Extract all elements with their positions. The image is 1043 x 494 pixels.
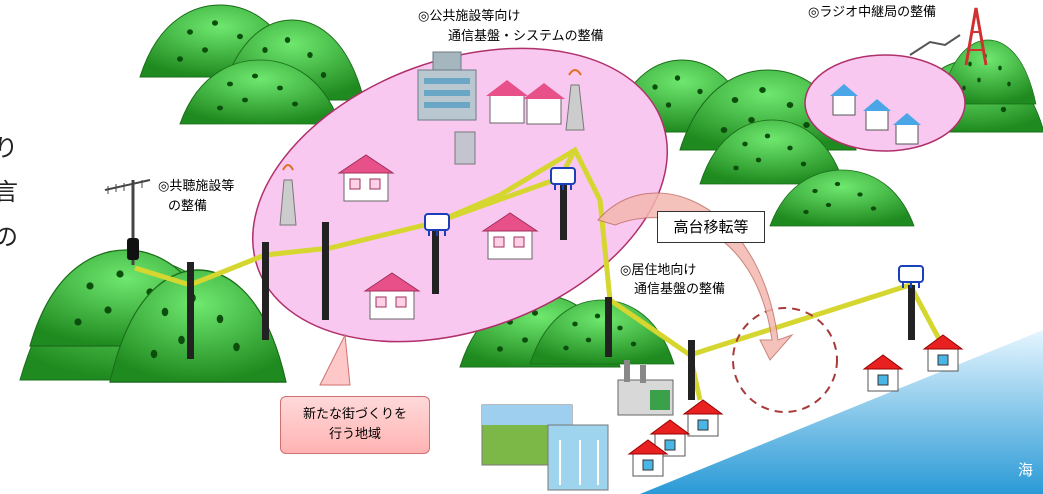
tower-right (565, 69, 585, 131)
new-town-zone (252, 47, 668, 343)
relocation-label: 高台移転等 (657, 211, 765, 243)
cut-text-3: の (0, 223, 18, 251)
radio-relay-label: ◎ラジオ中継局の整備 (808, 5, 937, 20)
factory (617, 360, 674, 416)
radio-tower (964, 7, 988, 66)
radio-zone (804, 54, 966, 152)
cut-text-2: 言 (0, 178, 18, 206)
new-town-label-2: 行う地域 (328, 427, 381, 442)
public-facility-label-2: 通信基盤・システムの整備 (448, 29, 604, 44)
tower-left (279, 164, 297, 226)
radio-houses (830, 84, 921, 145)
antenna-left (104, 179, 151, 265)
cut-text-1: り (0, 134, 18, 162)
relocation-circle (732, 307, 838, 413)
public-facility-label-1: ◎公共施設等向け (418, 9, 521, 24)
residential-label-1: ◎居住地向け (620, 263, 697, 278)
public-building (417, 51, 477, 121)
shared-reception-label-2: の整備 (168, 199, 208, 214)
shared-reception-label-1: ◎共聴施設等 (158, 179, 235, 194)
new-town-label-1: 新たな街づくりを (302, 407, 407, 422)
shop-houses (486, 80, 565, 125)
server-box (454, 131, 476, 165)
sea-label: 海 (1017, 461, 1033, 479)
new-town-callout: 新たな街づくりを 行う地域 (280, 396, 430, 454)
farm-scene (481, 404, 609, 491)
residential-label-2: 通信基盤の整備 (634, 282, 726, 297)
